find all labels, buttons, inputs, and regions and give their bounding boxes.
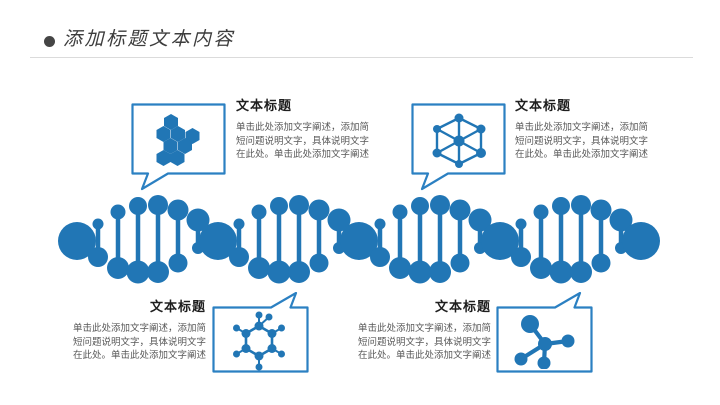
callout-body: 单击此处添加文字阐述，添加简 短问题说明文字，具体说明文字 在此处。单击此处添加… [357, 323, 491, 361]
callout-bubble-top-left[interactable] [131, 103, 226, 191]
callout-title: 文本标题 [515, 98, 572, 113]
title-divider [30, 57, 693, 58]
callout-bubble-bottom-left[interactable] [212, 292, 309, 373]
callout-text-top-right[interactable]: 文本标题 单击此处添加文字阐述，添加简 短问题说明文字，具体说明文字 在此处。单… [515, 97, 655, 162]
callout-bubble-top-right[interactable] [411, 103, 506, 191]
cube-lattice-icon [432, 113, 486, 168]
callout-bubble-bottom-right[interactable] [496, 292, 593, 373]
callout-title: 文本标题 [434, 299, 491, 314]
slide-title[interactable]: 添加标题文本内容 [63, 29, 236, 50]
dna-helix [58, 195, 660, 284]
callout-text-top-left[interactable]: 文本标题 单击此处添加文字阐述，添加简 短问题说明文字，具体说明文字 在此处。单… [236, 97, 376, 162]
callout-title: 文本标题 [149, 299, 206, 314]
hexagon-cluster-icon [156, 114, 200, 166]
callout-text-bottom-right[interactable]: 文本标题 单击此处添加文字阐述，添加简 短问题说明文字，具体说明文字 在此处。单… [354, 298, 491, 363]
callout-title: 文本标题 [236, 98, 293, 113]
ring-molecule-icon [233, 311, 285, 371]
star-molecule-icon [514, 315, 575, 369]
callout-body: 单击此处添加文字阐述，添加简 短问题说明文字，具体说明文字 在此处。单击此处添加… [72, 323, 206, 361]
callout-body: 单击此处添加文字阐述，添加简 短问题说明文字，具体说明文字 在此处。单击此处添加… [236, 122, 370, 160]
callout-body: 单击此处添加文字阐述，添加简 短问题说明文字，具体说明文字 在此处。单击此处添加… [515, 122, 649, 160]
callout-text-bottom-left[interactable]: 文本标题 单击此处添加文字阐述，添加简 短问题说明文字，具体说明文字 在此处。单… [69, 298, 206, 363]
title-bullet-icon [44, 36, 55, 47]
